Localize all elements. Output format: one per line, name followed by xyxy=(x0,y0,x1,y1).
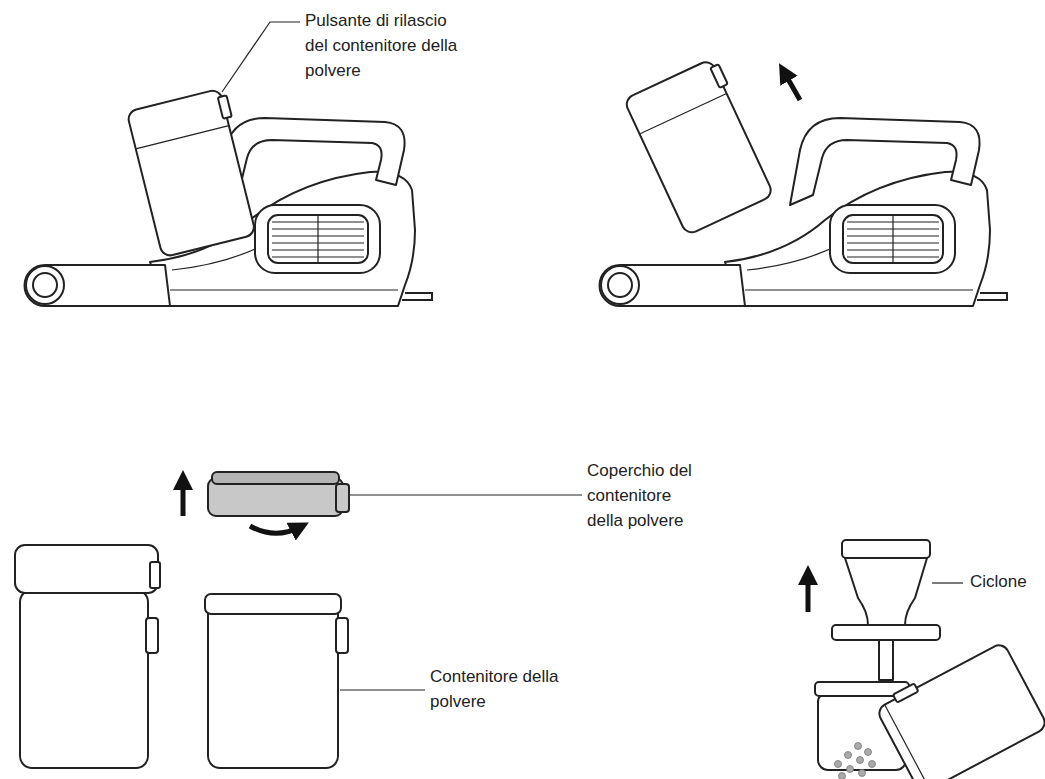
lid-clip xyxy=(150,562,160,588)
bin-clip xyxy=(146,618,158,653)
twist-arrow xyxy=(250,526,300,533)
vacuum-bin-removed xyxy=(600,57,1008,306)
leader-line xyxy=(222,22,300,92)
dust-bin-rim xyxy=(885,705,930,779)
leader-line xyxy=(350,494,582,495)
dust-bin-body xyxy=(208,600,338,768)
dust-bin xyxy=(127,87,261,257)
dust-particle xyxy=(845,752,852,759)
dust-particle xyxy=(865,749,872,756)
dust-bin-tilted xyxy=(874,637,1045,779)
dust-particle xyxy=(857,757,864,764)
dust-particle xyxy=(869,761,876,768)
lift-arrow xyxy=(181,480,186,516)
direction-arrow xyxy=(784,72,800,100)
part-label: Coperchio del contenitore della polvere xyxy=(587,458,705,533)
dust-bin-closed xyxy=(15,545,160,768)
dust-particle xyxy=(859,770,866,777)
dust-bin-emptying xyxy=(835,637,1045,779)
dust-particles xyxy=(835,743,876,779)
lift-arrow xyxy=(806,575,811,612)
cyclone-cone xyxy=(845,558,927,625)
vacuum-assembled xyxy=(24,22,432,306)
bin-clip xyxy=(336,618,348,653)
dust-bin-lid xyxy=(15,545,158,593)
dust-particle xyxy=(835,761,842,768)
dust-particle xyxy=(855,743,862,750)
cyclone-disc xyxy=(832,625,940,640)
lid-tab xyxy=(336,484,349,512)
dust-bin-shell xyxy=(876,642,1045,779)
bin-clip xyxy=(893,683,918,702)
cyclone-ring xyxy=(842,540,930,558)
part-label: Contenitore della polvere xyxy=(430,664,590,714)
dust-bin-body xyxy=(20,590,148,768)
lid-top xyxy=(212,472,339,484)
dust-bin-lid-off xyxy=(183,472,582,768)
part-label: Ciclone xyxy=(970,569,1040,594)
leader-line xyxy=(932,582,963,583)
leader-line xyxy=(340,689,425,690)
cyclone-stem xyxy=(879,640,893,680)
dust-bin-rim xyxy=(205,594,341,614)
dust-particle xyxy=(847,766,854,773)
dust-bin xyxy=(624,57,779,236)
dust-particle xyxy=(839,773,846,779)
part-label: Pulsante di rilascio del contenitore del… xyxy=(305,8,470,83)
